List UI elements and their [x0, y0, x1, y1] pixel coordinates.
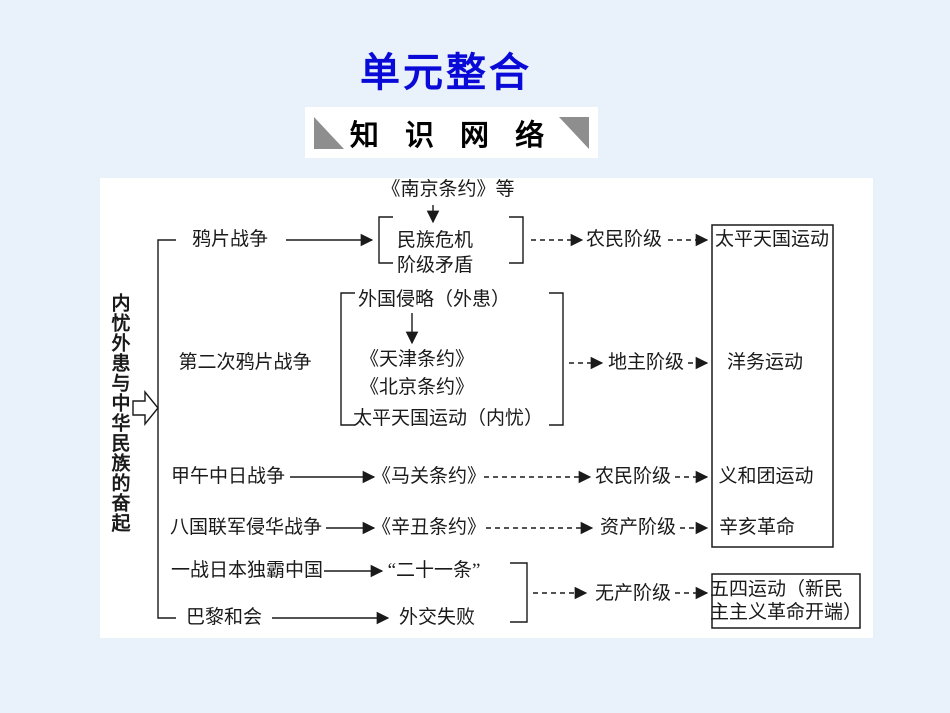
node-eight-nation-war: 八国联军侵华战争	[169, 517, 323, 538]
node-ww1-japan: 一战日本独霸中国	[170, 560, 324, 581]
node-landlord-class: 地主阶级	[607, 352, 685, 373]
node-proletariat-class: 无产阶级	[594, 583, 672, 604]
section-banner-title: 知 识 网 络	[349, 119, 554, 152]
side-label: 内忧外患与中华民族的奋起	[108, 293, 130, 533]
banner-right-triangle-icon	[559, 116, 590, 149]
page-title: 单元整合	[360, 51, 532, 95]
node-may-fourth-line2: 主主义革命开端）	[709, 602, 863, 623]
node-taiping-internal: 太平天国运动（内忧）	[352, 408, 544, 429]
node-beijing-treaty: 《北京条约》	[359, 377, 475, 398]
node-national-crisis: 民族危机	[396, 230, 474, 251]
node-yihetuan-movement: 义和团运动	[718, 466, 814, 487]
node-taiping-movement: 太平天国运动	[714, 229, 830, 250]
node-peasant-class-2: 农民阶级	[594, 466, 672, 487]
node-yangwu-movement: 洋务运动	[726, 352, 804, 373]
node-bourgeois-class: 资产阶级	[599, 517, 677, 538]
node-jiawu-war: 甲午中日战争	[170, 466, 286, 487]
node-maguan-treaty: 《马关条约》	[371, 466, 487, 487]
node-class-conflict: 阶级矛盾	[396, 255, 474, 276]
node-nanjing-treaty: 《南京条约》等	[381, 179, 515, 200]
node-may-fourth-movement: 五四运动（新民 主主义革命开端）	[710, 578, 862, 624]
node-diplomatic-failure: 外交失败	[398, 607, 476, 628]
node-foreign-invasion: 外国侵略（外患）	[357, 289, 511, 310]
node-xinhai-revolution: 辛亥革命	[718, 517, 796, 538]
node-may-fourth-line1: 五四运动（新民	[709, 579, 844, 600]
node-paris-conference: 巴黎和会	[185, 607, 263, 628]
node-opium-war: 鸦片战争	[191, 229, 269, 250]
node-twenty-one-demands: “二十一条”	[387, 560, 481, 581]
banner-left-triangle-icon	[313, 116, 344, 149]
node-tianjin-treaty: 《天津条约》	[359, 349, 475, 370]
section-banner: 知 识 网 络	[305, 107, 598, 158]
node-xinchou-treaty: 《辛丑条约》	[371, 517, 487, 538]
node-peasant-class-1: 农民阶级	[585, 229, 663, 250]
node-second-opium-war: 第二次鸦片战争	[178, 352, 312, 373]
